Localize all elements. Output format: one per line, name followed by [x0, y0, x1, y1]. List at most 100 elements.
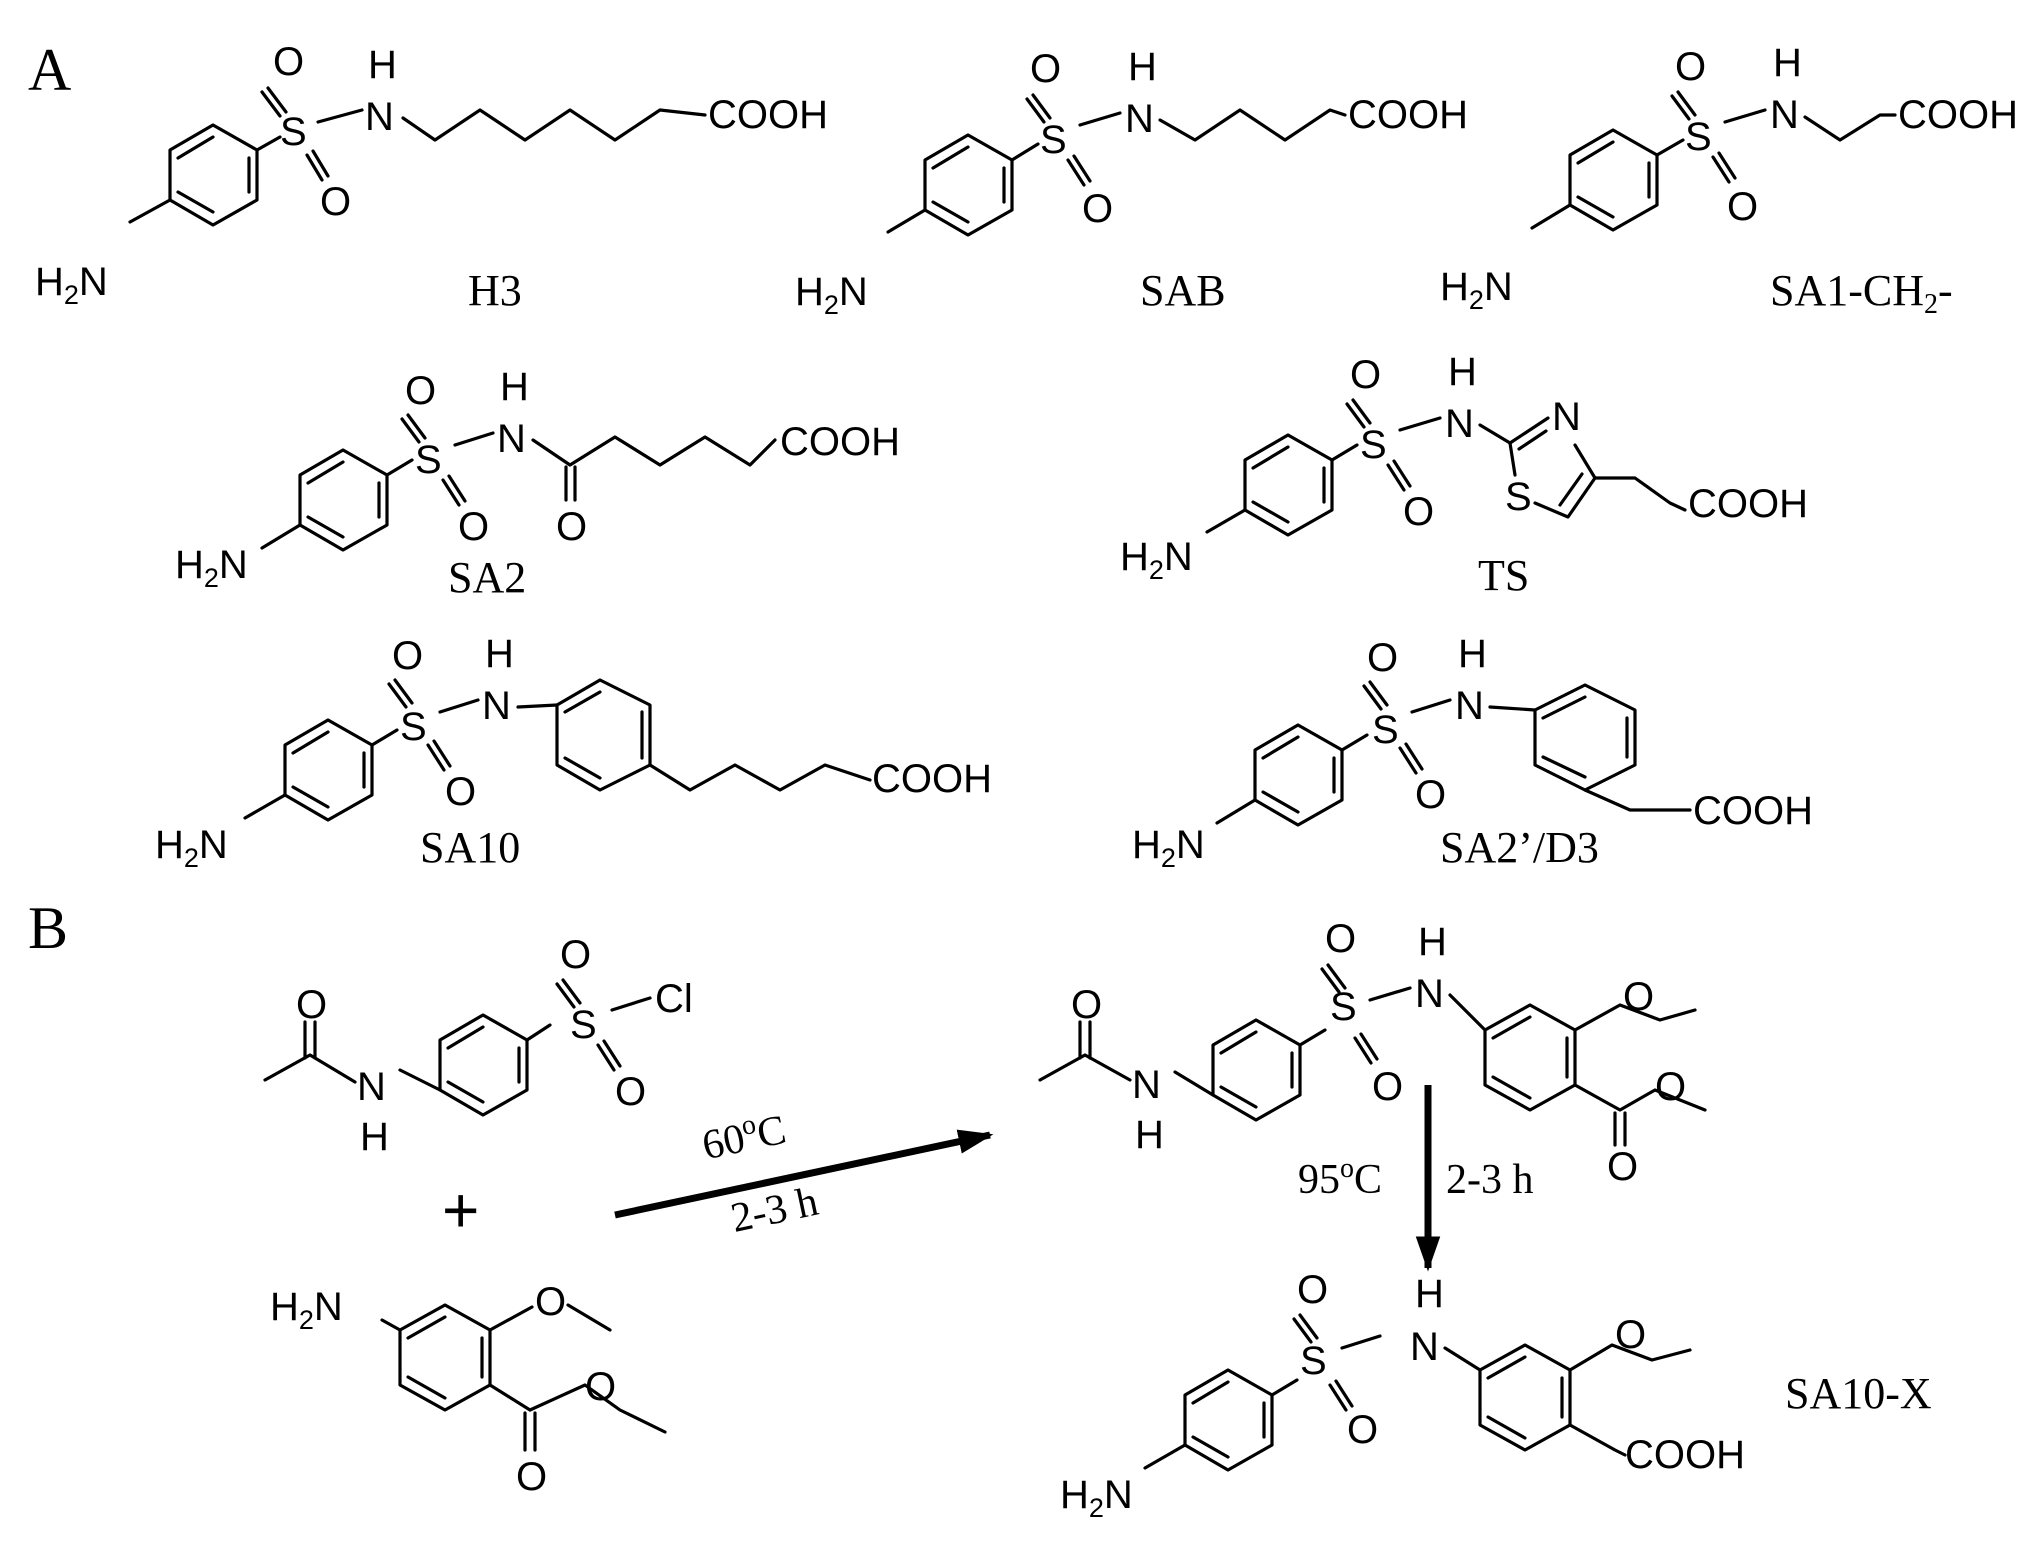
ts-ring-s: S: [1505, 475, 1532, 519]
reactant1-o-bottom: O: [615, 1070, 646, 1114]
sa2d3-o-top: O: [1367, 636, 1398, 680]
reactant1-s: S: [570, 1003, 597, 1047]
h3-s: S: [280, 110, 307, 154]
sa2d3-h2n: H2N: [1132, 823, 1205, 873]
h3-cooh: COOH: [708, 93, 828, 137]
reactant1-acetyl-o: O: [296, 983, 327, 1027]
h3-o-top: O: [273, 40, 304, 84]
sa10x-cooh: COOH: [1625, 1433, 1745, 1477]
intermediate-n: N: [1415, 972, 1444, 1016]
sa1-o-top: O: [1675, 45, 1706, 89]
h3-o-bottom: O: [320, 180, 351, 224]
reaction-arrow-1: [614, 1129, 994, 1219]
label-sab: SAB: [1140, 266, 1226, 315]
sa1-n: N: [1770, 93, 1799, 137]
ts-cooh: COOH: [1688, 482, 1808, 526]
molecule-sa10-x: O S O N H O COOH H2N SA10-X: [1060, 1268, 1932, 1523]
sa2d3-cooh: COOH: [1693, 789, 1813, 833]
sa1-nh-h: H: [1773, 41, 1802, 85]
sa10-s: S: [400, 705, 427, 749]
label-ts: TS: [1478, 551, 1529, 600]
sab-n: N: [1125, 97, 1154, 141]
molecule-ts: O S O N H N S COOH H2N TS: [1120, 350, 1808, 600]
condition-step2-time: 2-3 h: [1446, 1157, 1534, 1203]
label-sa10: SA10: [420, 823, 520, 872]
ts-n: N: [1445, 402, 1474, 446]
sa10x-h2n: H2N: [1060, 1473, 1133, 1523]
sa1-h2n: H2N: [1440, 265, 1513, 315]
svg-text:60oC: 60oC: [697, 1103, 790, 1169]
intermediate-carbonyl-o: O: [1607, 1145, 1638, 1189]
sa2-n: N: [497, 417, 526, 461]
label-sa1-ch2: SA1-CH2-: [1770, 266, 1953, 320]
label-h3: H3: [468, 266, 522, 315]
sa10-o-top: O: [392, 634, 423, 678]
ts-o-bottom: O: [1403, 490, 1434, 534]
sa2-nh-h: H: [500, 365, 529, 409]
sa10-n: N: [482, 684, 511, 728]
ts-s: S: [1360, 423, 1387, 467]
sa1-o-bottom: O: [1727, 185, 1758, 229]
intermediate-ether-o: O: [1623, 975, 1654, 1019]
intermediate-s: S: [1330, 985, 1357, 1029]
sab-cooh: COOH: [1348, 93, 1468, 137]
h3-n: N: [365, 95, 394, 139]
sa2-cooh: COOH: [780, 420, 900, 464]
label-sa2-d3: SA2’/D3: [1440, 823, 1599, 872]
sa2-carbonyl-o: O: [556, 505, 587, 549]
molecule-intermediate: O S O N H O O O N H O: [1038, 917, 1707, 1189]
sa10-o-bottom: O: [445, 770, 476, 814]
ts-o-top: O: [1350, 353, 1381, 397]
sa2d3-o-bottom: O: [1415, 773, 1446, 817]
sa10-cooh: COOH: [872, 757, 992, 801]
molecule-sa1-ch2: O S O N H COOH H2N SA1-CH2-: [1440, 41, 2018, 320]
intermediate-n-acetyl-h: H: [1135, 1113, 1164, 1157]
sab-nh-h: H: [1128, 45, 1157, 89]
sab-h2n: H2N: [795, 270, 868, 320]
label-sa2: SA2: [448, 553, 526, 602]
reactant1-nh-h: H: [360, 1115, 389, 1159]
ts-h2n: H2N: [1120, 535, 1193, 585]
sa10x-n: N: [1410, 1325, 1439, 1369]
molecule-sab: O S O N H COOH H2N SAB: [795, 45, 1468, 320]
h3-h2n: H2N: [35, 260, 108, 310]
intermediate-o-bottom: O: [1372, 1065, 1403, 1109]
sab-o-top: O: [1030, 47, 1061, 91]
molecule-acetamido-sulfonyl-chloride: O S O Cl N H O: [263, 933, 693, 1159]
condition-step2-temp: 95oC: [1298, 1153, 1382, 1203]
sa10x-nh-h: H: [1415, 1272, 1444, 1316]
molecule-methyl-aminoanisate: H2N O O O: [270, 1280, 667, 1499]
sa10x-o-top: O: [1297, 1268, 1328, 1312]
sa1-s: S: [1685, 115, 1712, 159]
intermediate-n-acetyl: N: [1132, 1063, 1161, 1107]
reactant2-ester-o: O: [585, 1365, 616, 1409]
panel-label-a: A: [28, 37, 71, 103]
sa2d3-nh-h: H: [1458, 632, 1487, 676]
sa1-cooh: COOH: [1898, 93, 2018, 137]
sab-o-bottom: O: [1082, 187, 1113, 231]
reactant2-carbonyl-o: O: [516, 1455, 547, 1499]
sa2d3-s: S: [1372, 708, 1399, 752]
sa2-o-top: O: [405, 369, 436, 413]
intermediate-o-top: O: [1325, 917, 1356, 961]
sab-s: S: [1040, 118, 1067, 162]
h3-nh-h: H: [368, 43, 397, 87]
sa2-o-bottom: O: [458, 505, 489, 549]
sa2-h2n: H2N: [175, 543, 248, 593]
intermediate-acetyl-o: O: [1071, 983, 1102, 1027]
intermediate-ester-o: O: [1655, 1065, 1686, 1109]
molecule-h3: O S O N H COOH H2N H3: [35, 40, 828, 315]
molecule-sa2-d3: O S O N H COOH H2N SA2’/D3: [1132, 632, 1813, 873]
reactant1-o-top: O: [560, 933, 591, 977]
molecule-sa10: O S O N H COOH H2N SA10: [155, 632, 992, 873]
reactant2-ether-o: O: [535, 1280, 566, 1324]
plus-sign: +: [442, 1174, 479, 1246]
sa2-s: S: [415, 438, 442, 482]
sa10-nh-h: H: [485, 632, 514, 676]
label-sa10-x: SA10-X: [1785, 1369, 1932, 1418]
intermediate-nh-h: H: [1418, 920, 1447, 964]
ts-ring-n: N: [1552, 395, 1581, 439]
sa10-h2n: H2N: [155, 823, 228, 873]
reactant1-n: N: [357, 1065, 386, 1109]
ts-nh-h: H: [1448, 350, 1477, 394]
